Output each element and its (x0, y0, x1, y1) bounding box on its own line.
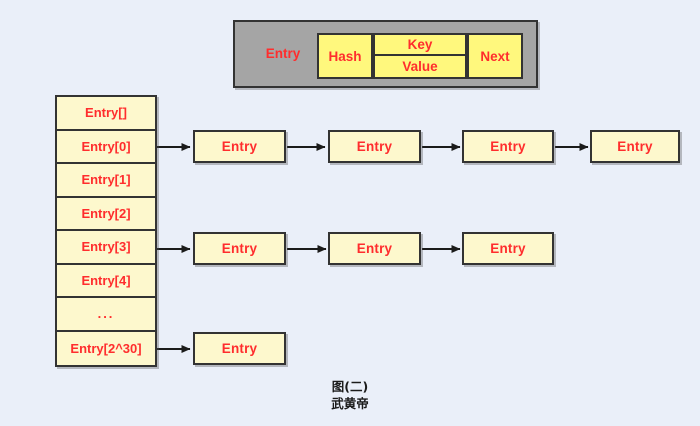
caption-line-1: 图(二) (331, 379, 369, 394)
array-cell-bucket-2: Entry[2] (57, 198, 155, 231)
array-cell-header: Entry[] (57, 97, 155, 131)
chain2-node-0: Entry (193, 332, 286, 365)
array-cell-bucket-3: Entry[3] (57, 231, 155, 265)
legend-key-value-group: Key Value (373, 33, 467, 79)
legend-value-field: Value (375, 56, 465, 77)
legend-next-field: Next (467, 33, 523, 79)
figure-caption: 图(二) 武黄帝 (0, 378, 700, 412)
chain0-node-2: Entry (462, 130, 554, 163)
chain0-node-3: Entry (590, 130, 680, 163)
legend-title: Entry (265, 46, 301, 61)
caption-line-2: 武黄帝 (331, 396, 369, 411)
legend-key-field: Key (375, 35, 465, 56)
chain1-node-1: Entry (328, 232, 421, 265)
entry-array-table: Entry[] Entry[0] Entry[1] Entry[2] Entry… (55, 95, 157, 367)
entry-legend-panel: Entry Hash Key Value Next (233, 20, 538, 88)
array-cell-ellipsis: ... (57, 298, 155, 332)
chain1-node-2: Entry (462, 232, 554, 265)
chain0-node-1: Entry (328, 130, 421, 163)
array-cell-bucket-last: Entry[2^30] (70, 340, 142, 356)
chain1-node-0: Entry (193, 232, 286, 265)
array-cell-bucket-4: Entry[4] (57, 265, 155, 298)
chain0-node-0: Entry (193, 130, 286, 163)
array-cell-bucket-1: Entry[1] (57, 164, 155, 198)
array-cell-bucket-0: Entry[0] (57, 131, 155, 164)
legend-hash-field: Hash (317, 33, 373, 79)
